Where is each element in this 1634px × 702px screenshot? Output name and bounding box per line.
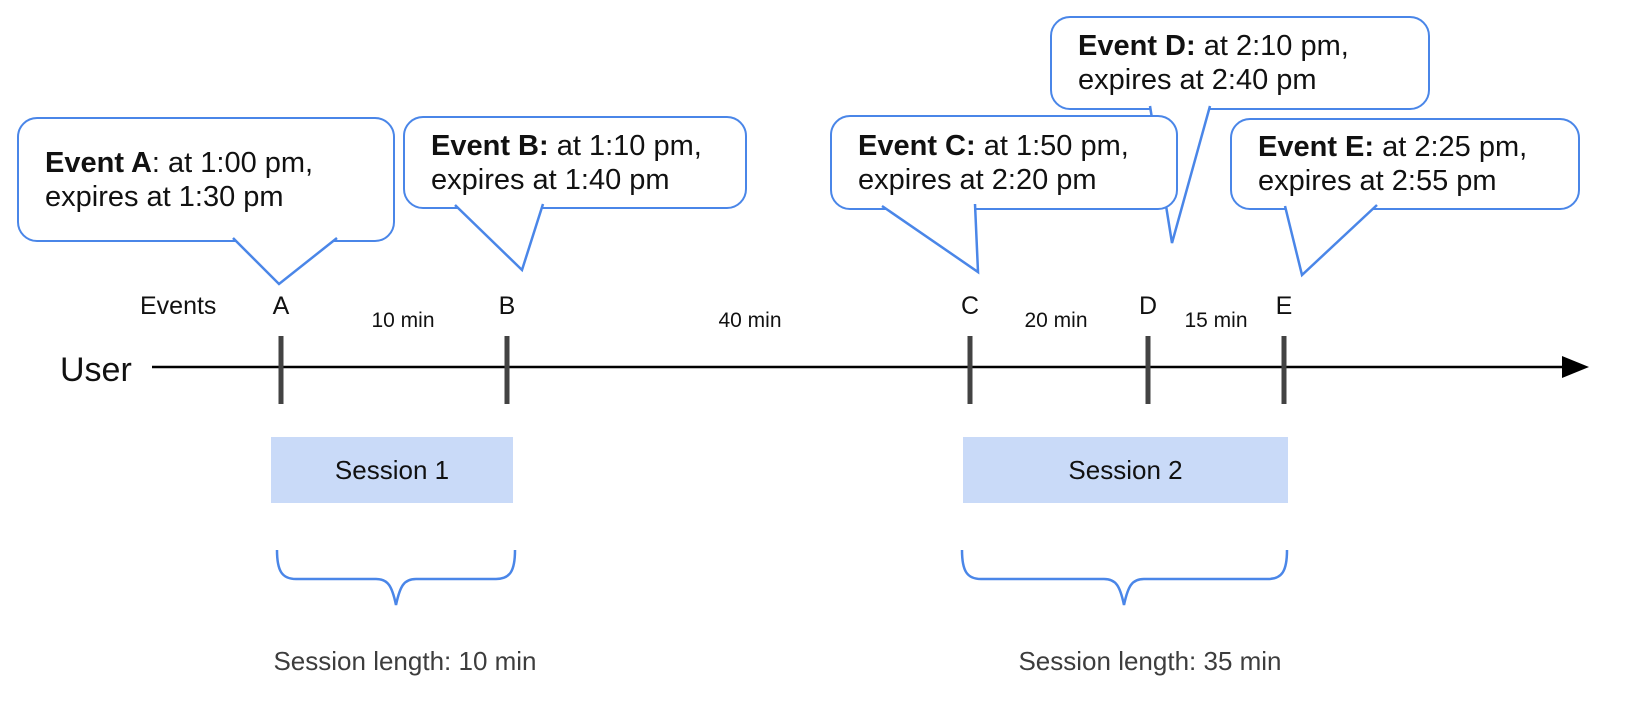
interval-b-c: 40 min bbox=[718, 309, 782, 332]
interval-d-e: 15 min bbox=[1184, 309, 1248, 332]
callout-tail-e bbox=[1283, 204, 1378, 278]
session-1-length-label: Session length: 10 min bbox=[273, 646, 537, 676]
callout-line-1: Event A: at 1:00 pm, bbox=[45, 146, 383, 180]
event-mark-b: B bbox=[498, 292, 516, 320]
event-time: : at 1:00 pm, bbox=[151, 146, 314, 179]
callout-line-1: Event E: at 2:25 pm, bbox=[1258, 130, 1568, 164]
session-2-box: Session 2 bbox=[963, 437, 1288, 503]
event-time: at 2:25 pm, bbox=[1374, 131, 1528, 163]
interval-c-d: 20 min bbox=[1024, 309, 1088, 332]
event-name: Event B: bbox=[431, 129, 549, 162]
event-name: Event A bbox=[45, 146, 152, 179]
callout-line-2: expires at 2:40 pm bbox=[1078, 64, 1317, 96]
event-mark-d: D bbox=[1138, 292, 1158, 320]
callout-line-2: expires at 2:55 pm bbox=[1258, 165, 1497, 197]
callout-event-d: Event D: at 2:10 pm, expires at 2:40 pm bbox=[1050, 16, 1430, 110]
underbrace-session-1 bbox=[275, 549, 517, 606]
callout-line-2: expires at 1:30 pm bbox=[45, 180, 284, 213]
event-time: at 1:10 pm, bbox=[548, 129, 702, 162]
events-axis-label: Events bbox=[140, 292, 217, 320]
session-2-length-label: Session length: 35 min bbox=[1018, 646, 1282, 676]
session-1-label: Session 1 bbox=[334, 454, 450, 485]
event-name: Event E: bbox=[1258, 131, 1375, 163]
session-1-box: Session 1 bbox=[271, 437, 513, 503]
event-mark-a: A bbox=[272, 292, 290, 320]
callout-line-2: expires at 1:40 pm bbox=[431, 163, 670, 196]
callout-event-c: Event C: at 1:50 pm, expires at 2:20 pm bbox=[830, 115, 1178, 210]
event-name: Event D: bbox=[1078, 30, 1196, 62]
callout-event-e: Event E: at 2:25 pm, expires at 2:55 pm bbox=[1230, 118, 1580, 210]
callout-line-1: Event B: at 1:10 pm, bbox=[431, 129, 735, 163]
event-name: Event C: bbox=[858, 129, 976, 162]
interval-a-b: 10 min bbox=[371, 309, 435, 332]
event-time: at 2:10 pm, bbox=[1195, 30, 1349, 62]
event-mark-e: E bbox=[1275, 292, 1293, 320]
callout-line-1: Event D: at 2:10 pm, bbox=[1078, 29, 1418, 63]
underbrace-session-2 bbox=[960, 549, 1289, 606]
callout-tail-b bbox=[454, 203, 545, 273]
callout-line-1: Event C: at 1:50 pm, bbox=[858, 129, 1166, 163]
callout-event-a: Event A: at 1:00 pm, expires at 1:30 pm bbox=[17, 117, 395, 242]
callout-tail-c bbox=[881, 203, 980, 275]
event-mark-c: C bbox=[960, 292, 980, 320]
callout-tail-a bbox=[232, 237, 338, 286]
callout-line-2: expires at 2:20 pm bbox=[858, 163, 1097, 196]
event-time: at 1:50 pm, bbox=[975, 129, 1129, 162]
user-axis-label: User bbox=[60, 351, 132, 389]
session-2-label: Session 2 bbox=[1068, 454, 1183, 485]
arrowhead-icon bbox=[1562, 356, 1589, 378]
callout-event-b: Event B: at 1:10 pm, expires at 1:40 pm bbox=[403, 116, 747, 209]
